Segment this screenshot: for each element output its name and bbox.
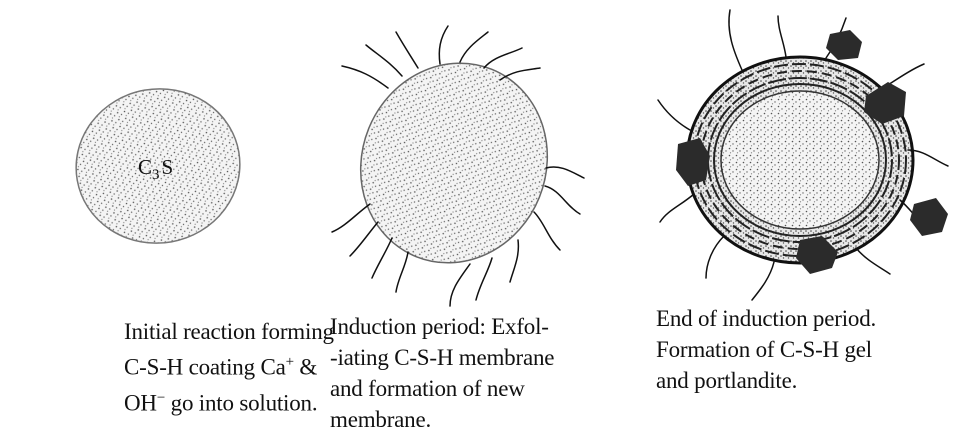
stage-2-caption-line-3: and formation of new xyxy=(330,373,554,404)
calcium-ion-charge: + xyxy=(286,354,294,370)
stage-2-caption: Induction period: Exfol- -iating C-S-H m… xyxy=(330,311,554,435)
unreacted-core xyxy=(721,91,879,229)
stage-1-caption-line-1: Initial reaction forming xyxy=(124,316,334,347)
c3s-particle xyxy=(64,76,252,256)
stage-2-caption-line-1: Induction period: Exfol- xyxy=(330,311,554,342)
stage-3-caption-line-1: End of induction period. xyxy=(656,303,876,334)
stage-1-caption-line-2-end: & xyxy=(294,355,317,380)
stage-1-caption-line-3-end: go into solution. xyxy=(165,390,317,415)
stage-3-caption: End of induction period. Formation of C-… xyxy=(656,303,876,396)
stage-2-caption-line-4: membrane. xyxy=(330,404,554,435)
stage-1-caption-line-2-text: C-S-H coating Ca xyxy=(124,355,286,380)
stage-2-caption-line-2: -iating C-S-H membrane xyxy=(330,342,554,373)
stage-1-grain: C3S xyxy=(64,76,252,256)
stage-2-grain xyxy=(331,26,584,306)
stage-1-caption-line-2: C-S-H coating Ca+ & xyxy=(124,347,334,383)
stage-3-caption-line-3: and portlandite. xyxy=(656,365,876,396)
stage-3-grain xyxy=(658,10,948,300)
hydroxide-ion-charge: − xyxy=(157,390,165,406)
stage-3-caption-line-2: Formation of C-S-H gel xyxy=(656,334,876,365)
stage-1-caption-line-3: OH− go into solution. xyxy=(124,383,334,419)
stage-1-caption: Initial reaction forming C-S-H coating C… xyxy=(124,316,334,418)
stage-1-caption-line-3-text: OH xyxy=(124,390,157,415)
grain-with-membrane xyxy=(331,35,577,291)
